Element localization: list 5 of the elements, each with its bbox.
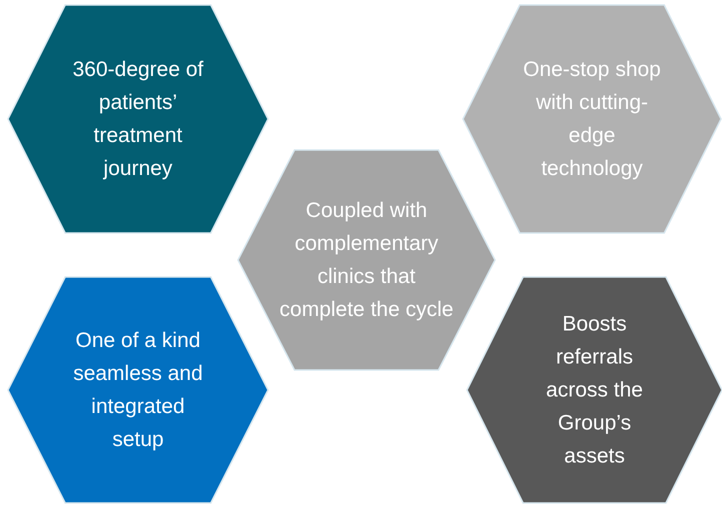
hexagon-text: Boosts referrals across the Group’s assets (545, 312, 644, 470)
hexagon-text: One of a kind seamless and integrated setup (73, 328, 203, 453)
hexagon-text: 360-degree of patients’ treatment journey (72, 57, 204, 182)
hexagon-text: One-stop shop with cutting-edge technology (522, 57, 662, 182)
hexagon-text: Coupled with complementary clinics that complete the cycle (278, 198, 454, 323)
